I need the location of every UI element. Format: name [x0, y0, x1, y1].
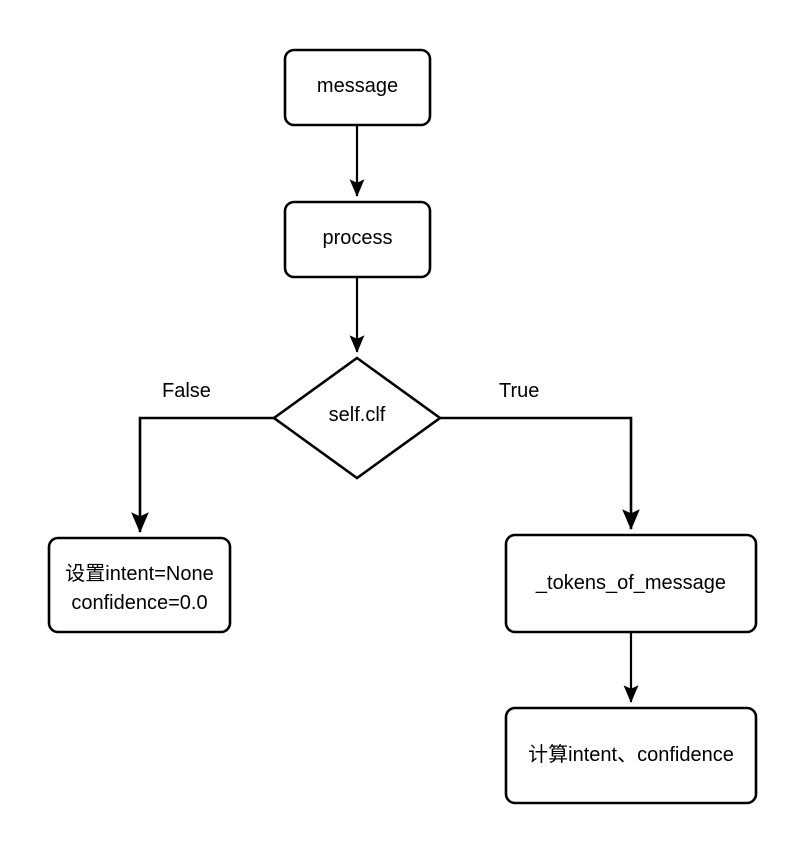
edge-selfclf-true: [440, 416, 640, 531]
node-self-clf-decision[interactable]: [271, 356, 443, 480]
edge-line: [440, 416, 640, 531]
node-set-intent-none[interactable]: [47, 536, 232, 634]
node-tokens-of-message[interactable]: [504, 533, 758, 634]
node-process[interactable]: [283, 200, 432, 279]
node-compute-intent-confidence[interactable]: [504, 706, 758, 805]
edge-line: [131, 416, 274, 534]
edge-label-false: False: [162, 380, 211, 402]
node-message[interactable]: [283, 48, 432, 127]
edge-label-true: True: [499, 380, 540, 402]
edge-selfclf-false: [131, 416, 274, 534]
